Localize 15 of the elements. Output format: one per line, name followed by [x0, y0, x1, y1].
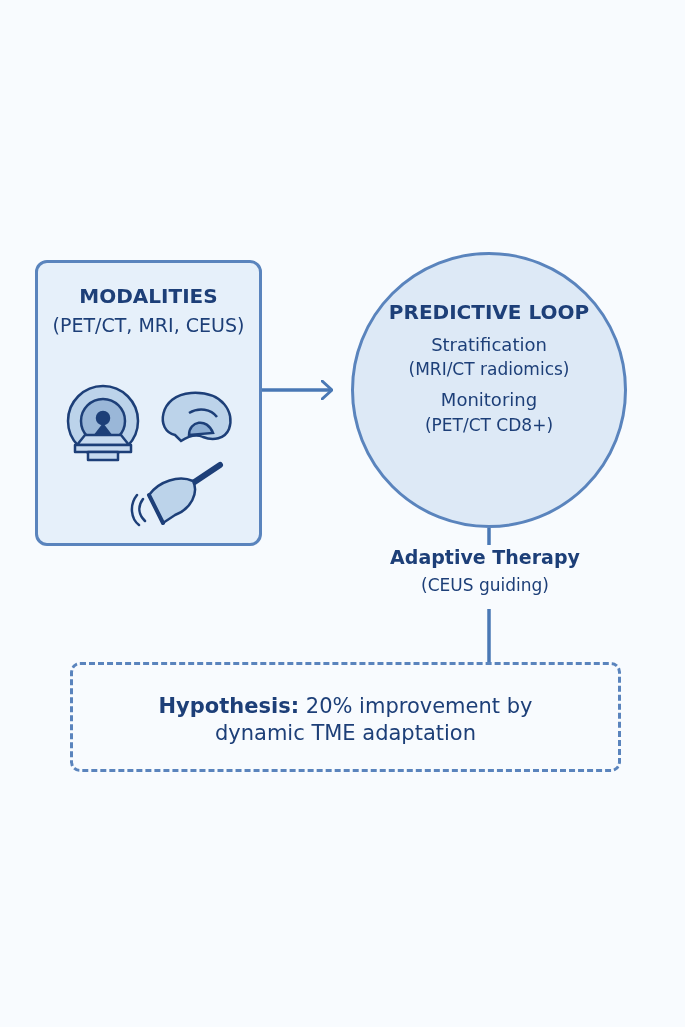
step-label: Monitoring [440, 388, 538, 412]
step-detail: (PET/CT CD8+) [424, 413, 554, 436]
heading: PREDICTIVE LOOP [388, 299, 590, 325]
arrow [262, 379, 334, 401]
connector-line [487, 528, 491, 545]
subheading: (PET/CT, MRI, CEUS) [52, 313, 245, 338]
step-detail: (MRI/CT radiomics) [408, 358, 570, 381]
hypothesis-text: Hypothesis: 20% improvement by dynamic TME adaptation [157, 693, 534, 748]
heading: MODALITIES [79, 283, 218, 309]
node-label: Adaptive Therapy [390, 545, 580, 570]
node-detail: (CEUS guiding) [421, 573, 549, 596]
connector-line [487, 609, 491, 662]
step-label: Stratification [431, 333, 547, 357]
modality-card [35, 260, 262, 546]
hypothesis-box [70, 662, 621, 772]
